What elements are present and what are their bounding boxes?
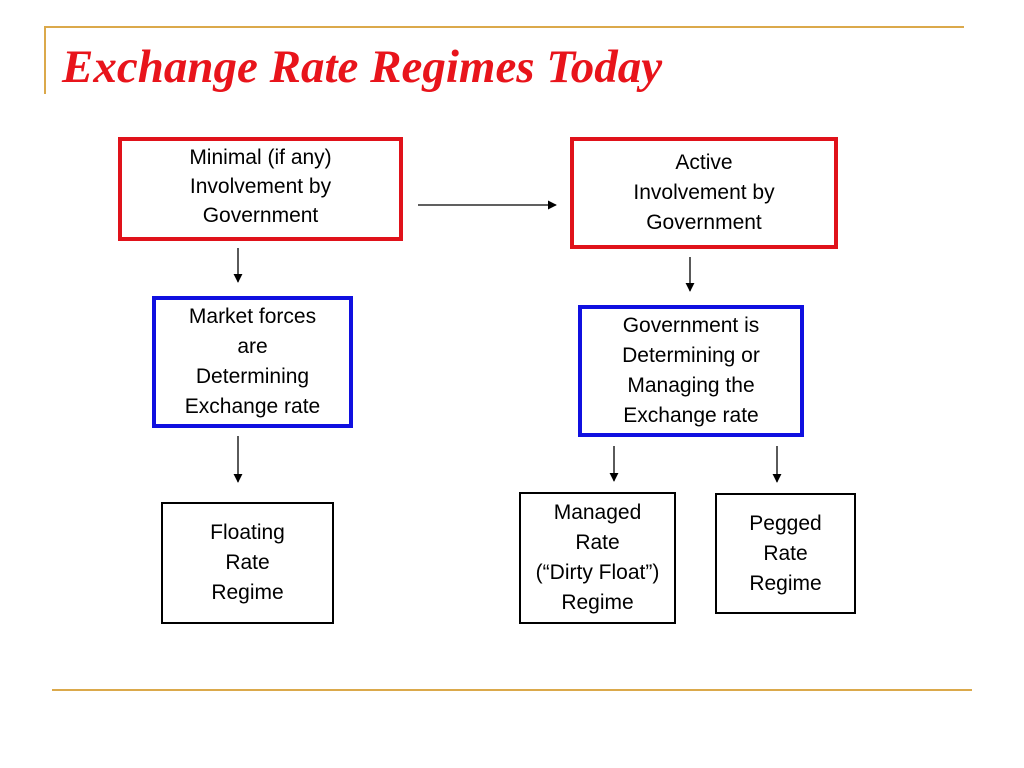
box-line: (“Dirty Float”) bbox=[535, 561, 660, 584]
left-accent-line bbox=[44, 26, 46, 94]
box-line: Rate bbox=[575, 531, 620, 554]
box-line: Exchange rate bbox=[623, 404, 759, 427]
box-line: Regime bbox=[561, 591, 634, 614]
box-line: Minimal (if any) bbox=[189, 145, 332, 169]
box-line: Rate bbox=[763, 541, 808, 565]
box-line: Market forces bbox=[188, 305, 317, 328]
box-line: Floating bbox=[210, 521, 285, 544]
box-line: are bbox=[237, 335, 268, 358]
box-line: Determining or bbox=[622, 344, 760, 367]
bottom-accent-line bbox=[52, 689, 972, 691]
box-line: Exchange rate bbox=[184, 395, 321, 418]
managed-rate-box: Managed Rate (“Dirty Float”) Regime bbox=[519, 492, 676, 624]
box-line: Involvement by bbox=[189, 174, 332, 198]
box-line: Managed bbox=[553, 501, 642, 524]
box-line: Active bbox=[675, 151, 733, 174]
box-line: Determining bbox=[195, 365, 310, 388]
pegged-rate-box: Pegged Rate Regime bbox=[715, 493, 856, 614]
box-line: Government is bbox=[622, 314, 760, 337]
box-line: Managing the bbox=[627, 374, 755, 397]
government-determining-box: Government is Determining or Managing th… bbox=[578, 305, 804, 437]
market-forces-box: Market forces are Determining Exchange r… bbox=[152, 296, 353, 428]
box-line: Pegged bbox=[749, 511, 822, 535]
minimal-involvement-box: Minimal (if any) Involvement by Governme… bbox=[118, 137, 403, 241]
box-line: Government bbox=[646, 211, 762, 234]
floating-rate-box: Floating Rate Regime bbox=[161, 502, 334, 624]
box-line: Government bbox=[202, 203, 319, 227]
top-accent-line bbox=[44, 26, 964, 28]
box-line: Involvement by bbox=[633, 181, 775, 204]
box-line: Rate bbox=[225, 551, 270, 574]
active-involvement-box: Active Involvement by Government bbox=[570, 137, 838, 249]
slide-title: Exchange Rate Regimes Today bbox=[62, 41, 663, 93]
box-line: Regime bbox=[749, 571, 822, 595]
box-line: Regime bbox=[211, 581, 284, 604]
